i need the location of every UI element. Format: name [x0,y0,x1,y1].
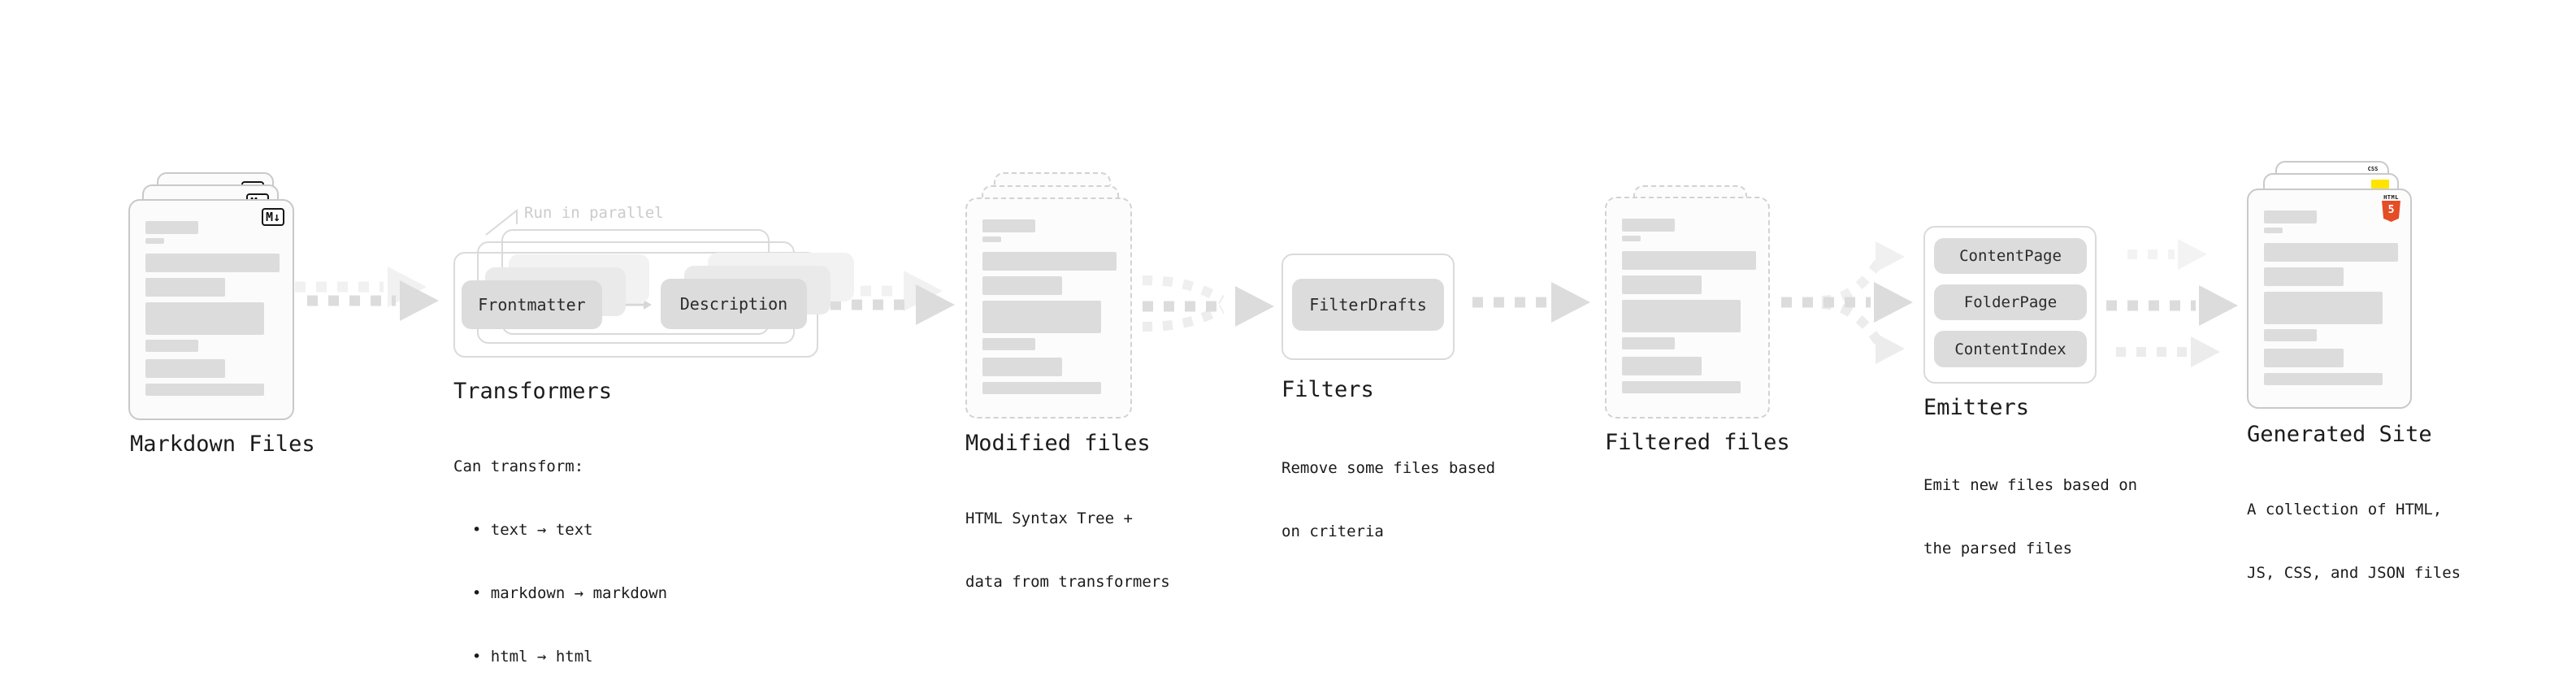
desc-line: • markdown → markdown [453,584,668,602]
filters-label: Filters [1281,377,1374,402]
markdown-files-label: Markdown Files [130,432,315,457]
folderpage-pill: FolderPage [1934,284,2087,320]
exit-arrow-top [2127,239,2207,270]
transformers-description: Can transform: • text → text • markdown … [453,414,667,681]
exit-arrow-bottom [2116,336,2220,367]
file-content-placeholder [2264,210,2398,385]
transformers-label: Transformers [453,379,613,404]
desc-line: Emit new files based on [1923,476,2138,494]
arrow-filtered-to-emitters-split [1781,241,1913,364]
html5-badge-label: HTML [2383,194,2399,201]
html5-shield: 5 [2382,201,2400,222]
arrow-markdown-to-transformers [295,267,439,321]
desc-line: • text → text [453,521,593,539]
desc-line: the parsed files [1923,540,2073,557]
contentindex-pill: ContentIndex [1934,331,2087,367]
arrow-filters-to-filtered [1472,282,1590,323]
file-content-placeholder [982,219,1117,394]
description-pill: Description [661,279,807,329]
emitters-description: Emit new files based on the parsed files [1923,432,2137,601]
desc-line: A collection of HTML, [2247,501,2443,518]
desc-line: Can transform: [453,458,584,475]
file-content-placeholder [1622,219,1756,393]
filtered-files-label: Filtered files [1605,430,1790,455]
html5-icon: HTML 5 [2382,194,2400,222]
arrow-modified-to-filters-merge [1142,275,1274,332]
desc-line: on criteria [1281,523,1384,540]
filtered-file-card-front [1605,197,1770,419]
filterdrafts-pill: FilterDrafts [1292,279,1444,331]
generated-site-label: Generated Site [2247,422,2432,447]
css-badge-label: CSS [2367,166,2379,172]
arrows-emitters-to-generated [2106,239,2238,367]
generated-file-card-html: HTML 5 [2247,189,2412,409]
run-in-parallel-callout-line [485,208,518,236]
desc-line: JS, CSS, and JSON files [2247,564,2461,582]
emitters-label: Emitters [1923,395,2030,420]
run-in-parallel-annotation: Run in parallel [524,204,664,222]
modified-files-label: Modified files [965,431,1151,456]
contentpage-pill: ContentPage [1934,238,2087,274]
file-content-placeholder [145,221,280,396]
markdown-file-card-front: M↓ [128,199,294,420]
modified-file-card-front [965,197,1132,419]
markdown-icon: M↓ [261,208,284,226]
filters-description: Remove some files based on criteria [1281,415,1495,584]
exit-arrow-middle [2106,285,2238,326]
desc-line: data from transformers [965,573,1170,591]
modified-files-description: HTML Syntax Tree + data from transformer… [965,466,1170,635]
arrow-transformers-to-modified [818,271,955,325]
js-file-icon [2371,180,2389,189]
frontmatter-pill: Frontmatter [462,280,602,329]
desc-line: Remove some files based [1281,459,1496,477]
desc-line: • html → html [453,648,593,666]
generated-site-description: A collection of HTML, JS, CSS, and JSON … [2247,457,2461,626]
desc-line: HTML Syntax Tree + [965,510,1133,527]
